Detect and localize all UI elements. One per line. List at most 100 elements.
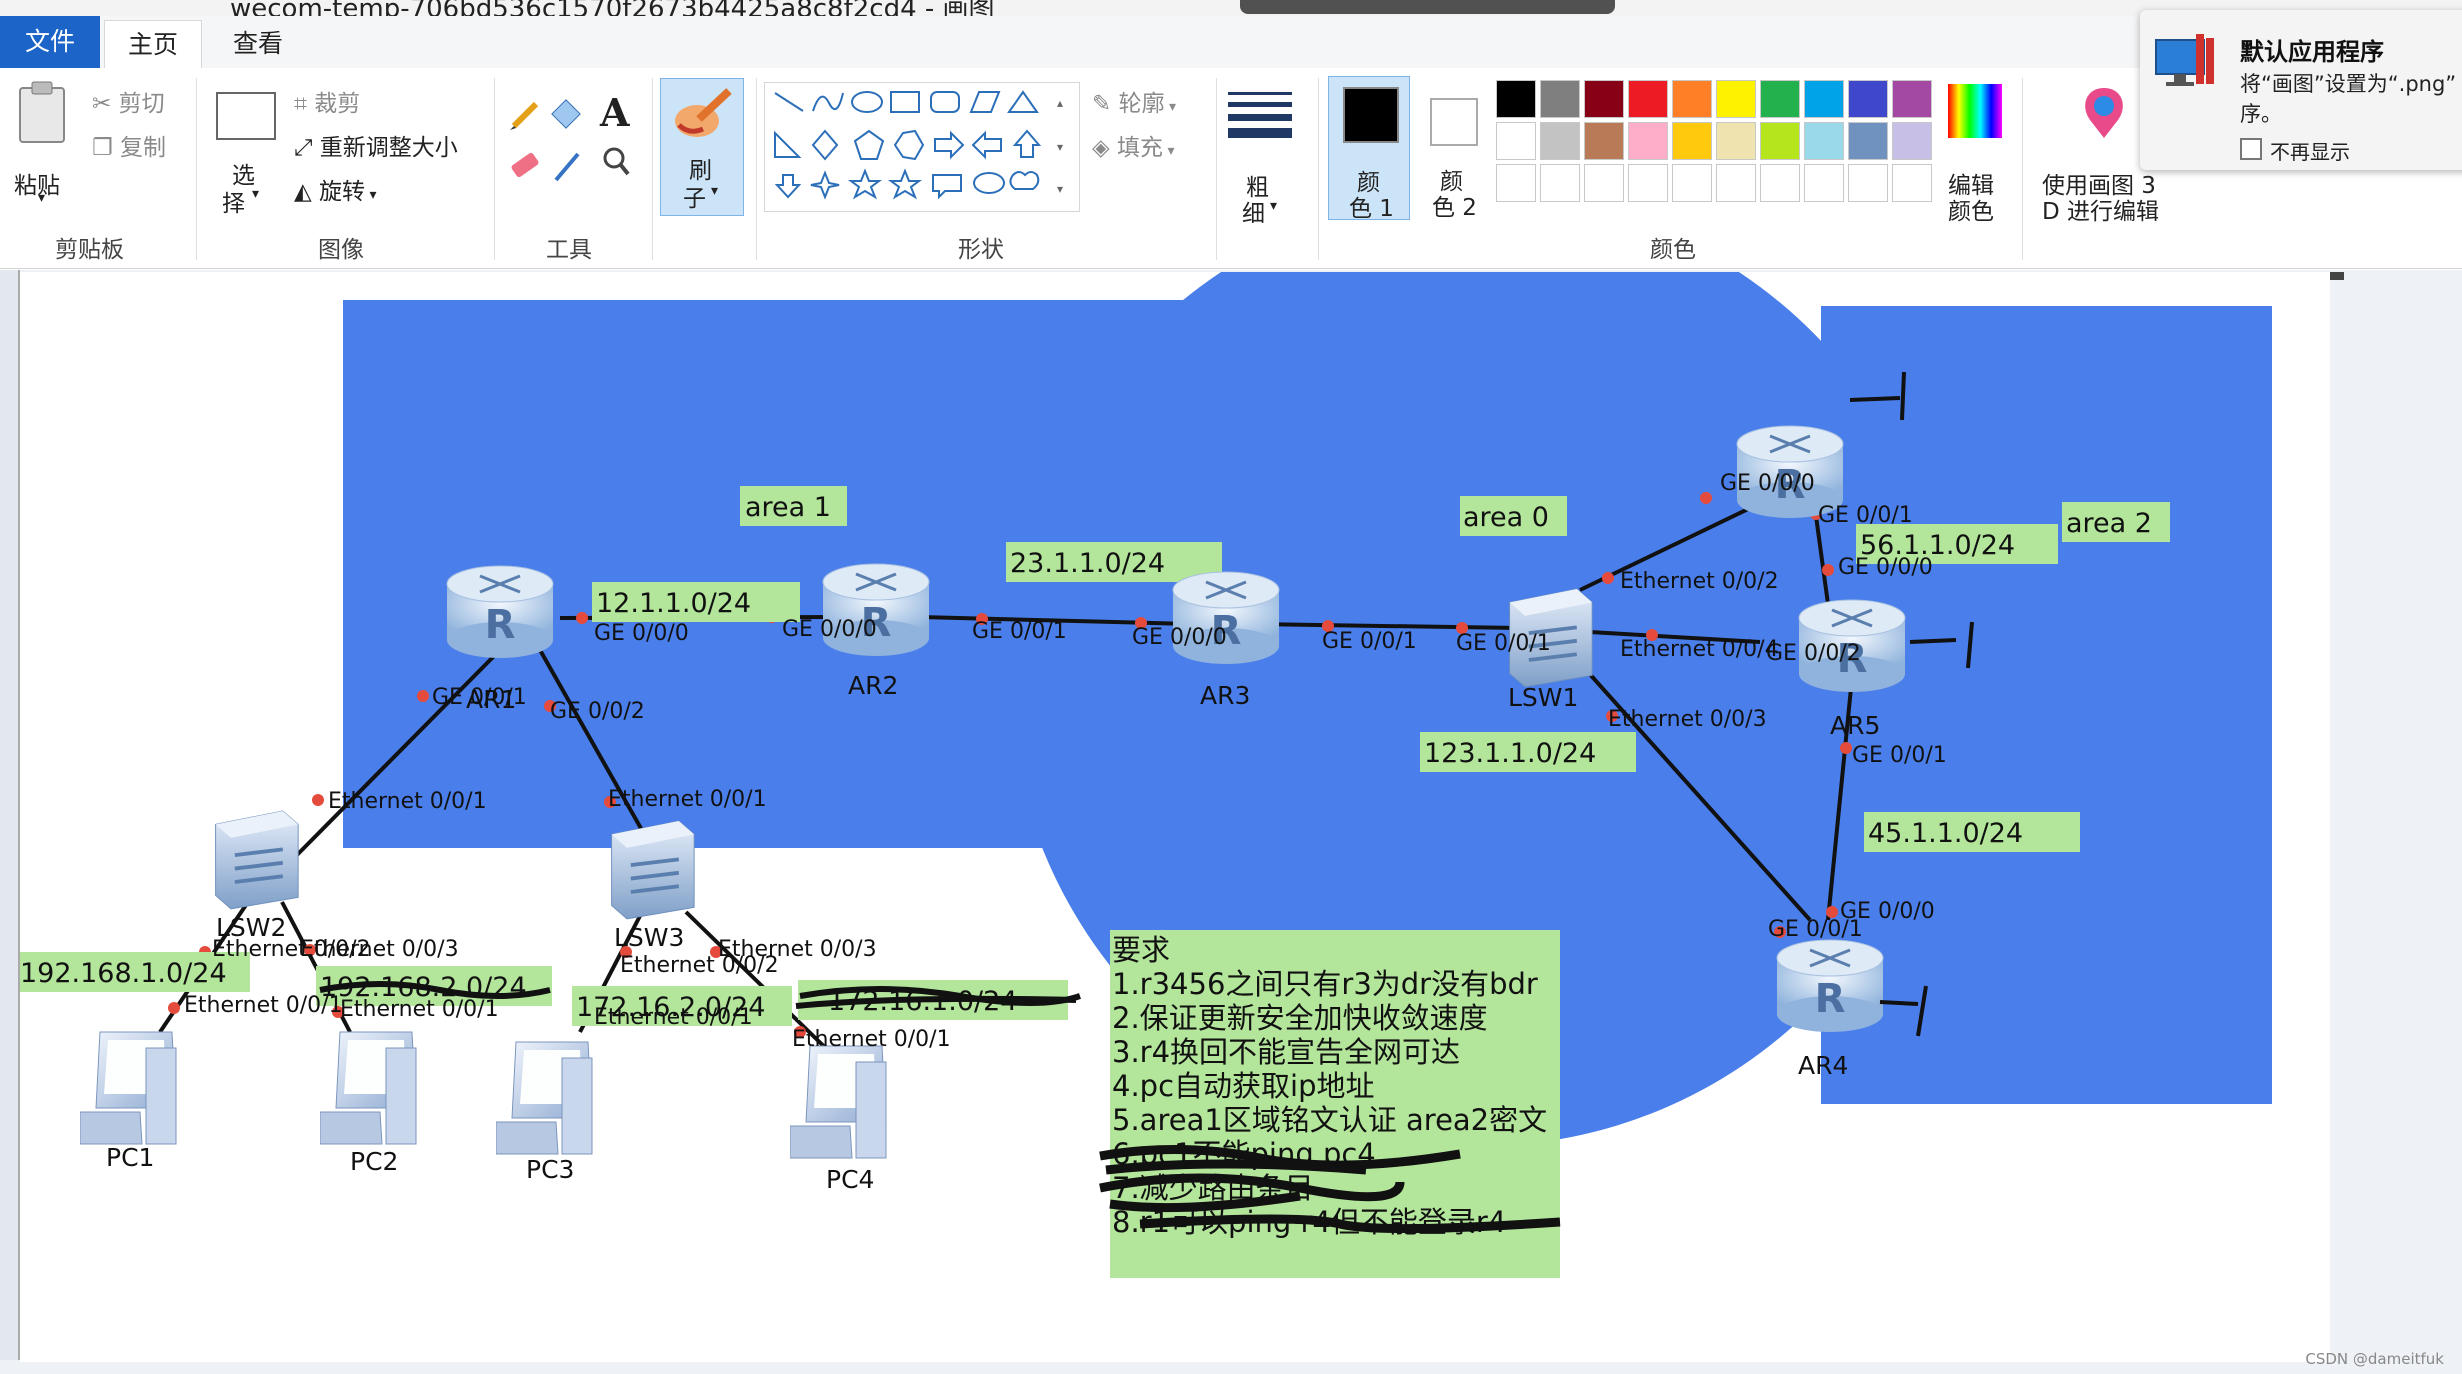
fill-icon[interactable] bbox=[551, 99, 581, 129]
label-pc4: PC4 bbox=[826, 1165, 874, 1194]
color-swatch[interactable] bbox=[1892, 122, 1932, 160]
router-ar1[interactable] bbox=[445, 564, 555, 660]
color-swatch[interactable] bbox=[1540, 164, 1580, 202]
paint-app-icon bbox=[2155, 34, 2214, 86]
svg-text:GE 0/0/2: GE 0/0/2 bbox=[550, 699, 645, 724]
select-button[interactable]: 选 择 ▾ bbox=[210, 86, 280, 217]
rotate-button[interactable]: ◭ 旋转 ▾ bbox=[294, 179, 377, 205]
router-ar2[interactable] bbox=[821, 562, 931, 658]
color-swatch[interactable] bbox=[1540, 122, 1580, 160]
svg-text:GE 0/0/0: GE 0/0/0 bbox=[1720, 471, 1815, 496]
text-tool-icon[interactable]: A bbox=[600, 90, 630, 135]
color-swatch[interactable] bbox=[1496, 122, 1536, 160]
drawing-canvas[interactable]: R bbox=[20, 194, 2330, 1362]
color-swatch[interactable] bbox=[1672, 80, 1712, 118]
cut-button[interactable]: ✂ 剪切 bbox=[92, 91, 165, 117]
router-ar3[interactable] bbox=[1171, 570, 1281, 666]
color-swatch[interactable] bbox=[1672, 122, 1712, 160]
subnet-56: 56.1.1.0/24 bbox=[1860, 530, 2015, 561]
magnifier-icon[interactable] bbox=[603, 147, 630, 176]
paste-button[interactable]: 粘贴 ▾ bbox=[8, 80, 78, 220]
eraser-icon[interactable] bbox=[510, 152, 539, 178]
svg-text:GE 0/0/1: GE 0/0/1 bbox=[1852, 743, 1947, 768]
outline-icon: ✎ bbox=[1092, 91, 1119, 117]
color-swatch[interactable] bbox=[1804, 80, 1844, 118]
size-button[interactable]: 粗 细 ▾ bbox=[1226, 82, 1296, 227]
color-swatch[interactable] bbox=[1584, 80, 1624, 118]
color-swatch[interactable] bbox=[1496, 80, 1536, 118]
switch-lsw2[interactable] bbox=[213, 808, 301, 911]
fill-button[interactable]: ◈ 填充 ▾ bbox=[1092, 135, 1175, 161]
brush-button[interactable]: 刷 子 ▾ bbox=[660, 78, 744, 216]
color-swatch[interactable] bbox=[1892, 80, 1932, 118]
area0-label: area 0 bbox=[1463, 502, 1549, 533]
dont-show-checkbox[interactable] bbox=[2240, 138, 2262, 160]
svg-text:Ethernet 0/0/3: Ethernet 0/0/3 bbox=[718, 937, 877, 962]
label-pc2: PC2 bbox=[350, 1147, 398, 1176]
color-swatch[interactable] bbox=[1848, 122, 1888, 160]
color1-button[interactable]: 颜 色 1 bbox=[1328, 76, 1410, 222]
shapes-gallery[interactable]: ▴ ▾ ▾ bbox=[764, 82, 1080, 212]
resize-button[interactable]: ⤢ 重新调整大小 bbox=[294, 135, 458, 161]
color-swatch[interactable] bbox=[1804, 164, 1844, 202]
default-app-notification[interactable]: 默认应用程序 将“画图”设置为“.png” 序。 不再显示 bbox=[2140, 10, 2462, 170]
scribble-marks bbox=[319, 981, 1081, 1009]
color-picker-icon[interactable] bbox=[554, 152, 580, 182]
crop-button[interactable]: ⌗ 裁剪 bbox=[294, 91, 361, 117]
svg-text:GE 0/0/2: GE 0/0/2 bbox=[1766, 641, 1861, 666]
color-swatch[interactable] bbox=[1892, 164, 1932, 202]
watermark: CSDN @dameitfuk bbox=[2305, 1350, 2444, 1368]
canvas-left-edge bbox=[0, 270, 20, 1360]
edit-colors-button[interactable]: 编辑 颜色 bbox=[1940, 80, 2012, 225]
color-swatch[interactable] bbox=[1760, 80, 1800, 118]
pc4[interactable] bbox=[790, 1045, 887, 1159]
color-swatch[interactable] bbox=[1848, 80, 1888, 118]
outline-button[interactable]: ✎ 轮廓 ▾ bbox=[1092, 91, 1177, 117]
group-divider bbox=[1216, 78, 1217, 260]
brush-icon bbox=[675, 88, 732, 137]
ribbon: 粘贴 ▾ ✂ 剪切 ❐ 复制 剪贴板 选 择 ▾ ⌗ 裁剪 ⤢ 重新调整大小 ◭… bbox=[0, 68, 2462, 269]
area2-label: area 2 bbox=[2066, 508, 2152, 539]
color-swatch[interactable] bbox=[1672, 164, 1712, 202]
dont-show-label: 不再显示 bbox=[2270, 140, 2350, 164]
svg-text:GE 0/0/1: GE 0/0/1 bbox=[1768, 917, 1863, 942]
network-diagram: R bbox=[20, 194, 2272, 1278]
color-swatch[interactable] bbox=[1628, 122, 1668, 160]
color-swatch[interactable] bbox=[1804, 122, 1844, 160]
pc1[interactable] bbox=[80, 1031, 177, 1145]
pc3[interactable] bbox=[496, 1041, 593, 1155]
svg-text:GE 0/0/0: GE 0/0/0 bbox=[1838, 555, 1933, 580]
color-swatch[interactable] bbox=[1628, 164, 1668, 202]
paint3d-button[interactable]: 使用画图 3 D 进行编辑 bbox=[2034, 80, 2170, 225]
svg-text:▾: ▾ bbox=[1057, 182, 1063, 196]
color-swatch[interactable] bbox=[1628, 80, 1668, 118]
color-swatch[interactable] bbox=[1760, 164, 1800, 202]
color-swatch[interactable] bbox=[1496, 164, 1536, 202]
color-swatch[interactable] bbox=[1716, 164, 1756, 202]
scissors-icon: ✂ bbox=[92, 91, 119, 117]
color-swatch[interactable] bbox=[1716, 122, 1756, 160]
pencil-icon[interactable] bbox=[510, 101, 539, 130]
svg-text:GE 0/0/0: GE 0/0/0 bbox=[782, 617, 877, 642]
area1-label: area 1 bbox=[745, 492, 831, 523]
color2-button[interactable]: 颜 色 2 bbox=[1416, 76, 1490, 221]
copy-button[interactable]: ❐ 复制 bbox=[92, 135, 166, 161]
color-swatch[interactable] bbox=[1584, 164, 1624, 202]
color-swatch[interactable] bbox=[1584, 122, 1624, 160]
tab-file[interactable]: 文件 bbox=[0, 16, 100, 68]
subnet-12: 12.1.1.0/24 bbox=[596, 588, 751, 619]
color-swatch[interactable] bbox=[1848, 164, 1888, 202]
line-width-icon bbox=[1228, 92, 1292, 138]
color-swatch[interactable] bbox=[1760, 122, 1800, 160]
shapes-icons: ▴ ▾ ▾ bbox=[774, 90, 1063, 200]
tab-home[interactable]: 主页 bbox=[104, 20, 202, 71]
router-ar4[interactable] bbox=[1775, 938, 1885, 1034]
group-label-colors: 颜色 bbox=[1650, 237, 1696, 263]
tab-view[interactable]: 查看 bbox=[232, 29, 283, 58]
color-swatch[interactable] bbox=[1716, 80, 1756, 118]
switch-lsw3[interactable] bbox=[609, 818, 697, 921]
pc2[interactable] bbox=[320, 1031, 417, 1145]
svg-text:GE 0/0/1: GE 0/0/1 bbox=[1456, 631, 1551, 656]
subnet-172-2: 172.16.2.0/24 bbox=[576, 992, 765, 1023]
color-swatch[interactable] bbox=[1540, 80, 1580, 118]
